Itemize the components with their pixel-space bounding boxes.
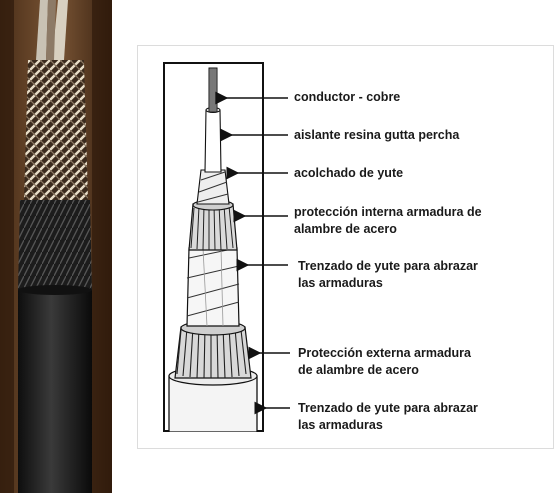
gutta-percha-insulation <box>204 109 222 173</box>
jute-padding <box>196 169 230 205</box>
label-inner-braid-line1: Trenzado de yute para abrazar <box>298 259 478 273</box>
label-outer-armor-line2: de alambre de acero <box>298 363 419 377</box>
label-outer-braid-line2: las armaduras <box>298 418 383 432</box>
inner-jute-braid <box>186 247 240 327</box>
label-conductor: conductor - cobre <box>294 90 401 104</box>
label-padding: acolchado de yute <box>294 166 404 180</box>
cable-photo <box>0 0 112 493</box>
label-insulation: aislante resina gutta percha <box>294 128 460 142</box>
outer-armor-wires <box>174 320 252 379</box>
label-outer-braid-line1: Trenzado de yute para abrazar <box>298 401 478 415</box>
copper-conductor <box>208 67 218 113</box>
cable-cross-section-drawing <box>168 67 258 432</box>
label-inner-braid-line2: las armaduras <box>298 276 383 290</box>
label-inner-armor-line1: protección interna armadura de <box>294 205 482 219</box>
label-outer-armor-line1: Protección externa armadura <box>298 346 471 360</box>
label-inner-armor-line2: alambre de acero <box>294 222 397 236</box>
inner-armor-wires <box>188 199 238 251</box>
